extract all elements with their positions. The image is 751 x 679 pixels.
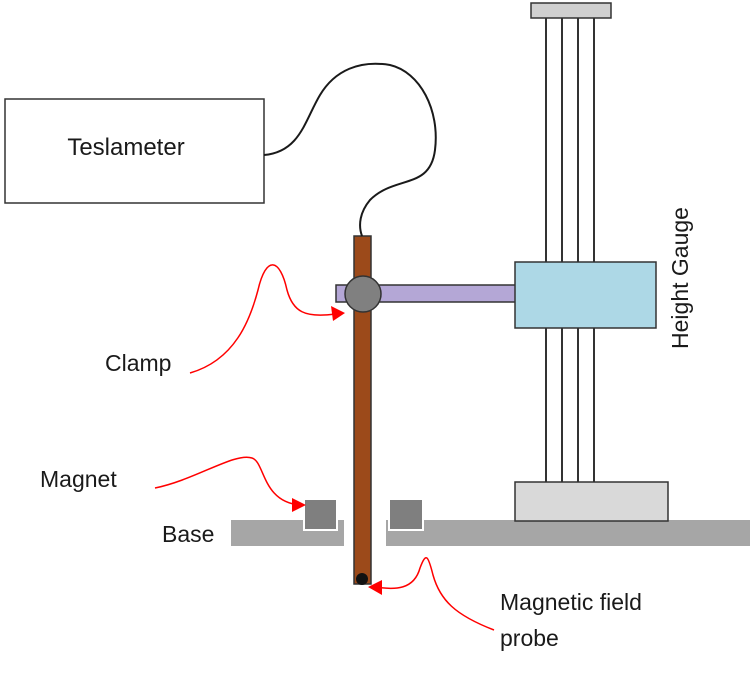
magnet-block-left bbox=[303, 498, 338, 531]
teslameter-label: Teslameter bbox=[67, 134, 184, 161]
base-label: Base bbox=[162, 521, 214, 547]
magnet-label: Magnet bbox=[40, 466, 117, 492]
clamp-label: Clamp bbox=[105, 350, 171, 376]
base-plate-right bbox=[386, 520, 750, 546]
clamp-arrowhead bbox=[331, 306, 345, 321]
height-gauge-label: Height Gauge bbox=[667, 207, 693, 349]
probe-arrowhead bbox=[368, 580, 382, 595]
height-gauge-columns bbox=[545, 17, 595, 482]
probe-tip bbox=[356, 573, 368, 585]
magnet-arrowhead bbox=[292, 498, 306, 512]
probe-cable bbox=[263, 62, 437, 237]
pointer-arrows bbox=[154, 264, 495, 631]
magnet-block-right bbox=[388, 498, 424, 531]
magnet-pointer-arrow bbox=[154, 456, 301, 506]
height-gauge-foot bbox=[514, 481, 669, 522]
probe-pointer-arrow bbox=[374, 557, 495, 631]
clamp-ball bbox=[344, 275, 382, 313]
teslameter-box bbox=[4, 98, 265, 204]
height-gauge-slider bbox=[514, 261, 657, 329]
pointer-arrowheads bbox=[292, 306, 382, 595]
probe-label-line1: Magnetic field bbox=[500, 589, 642, 615]
probe-label-line2: probe bbox=[500, 625, 559, 651]
clamp-pointer-arrow bbox=[189, 264, 336, 374]
height-gauge-top-cap bbox=[530, 2, 612, 19]
